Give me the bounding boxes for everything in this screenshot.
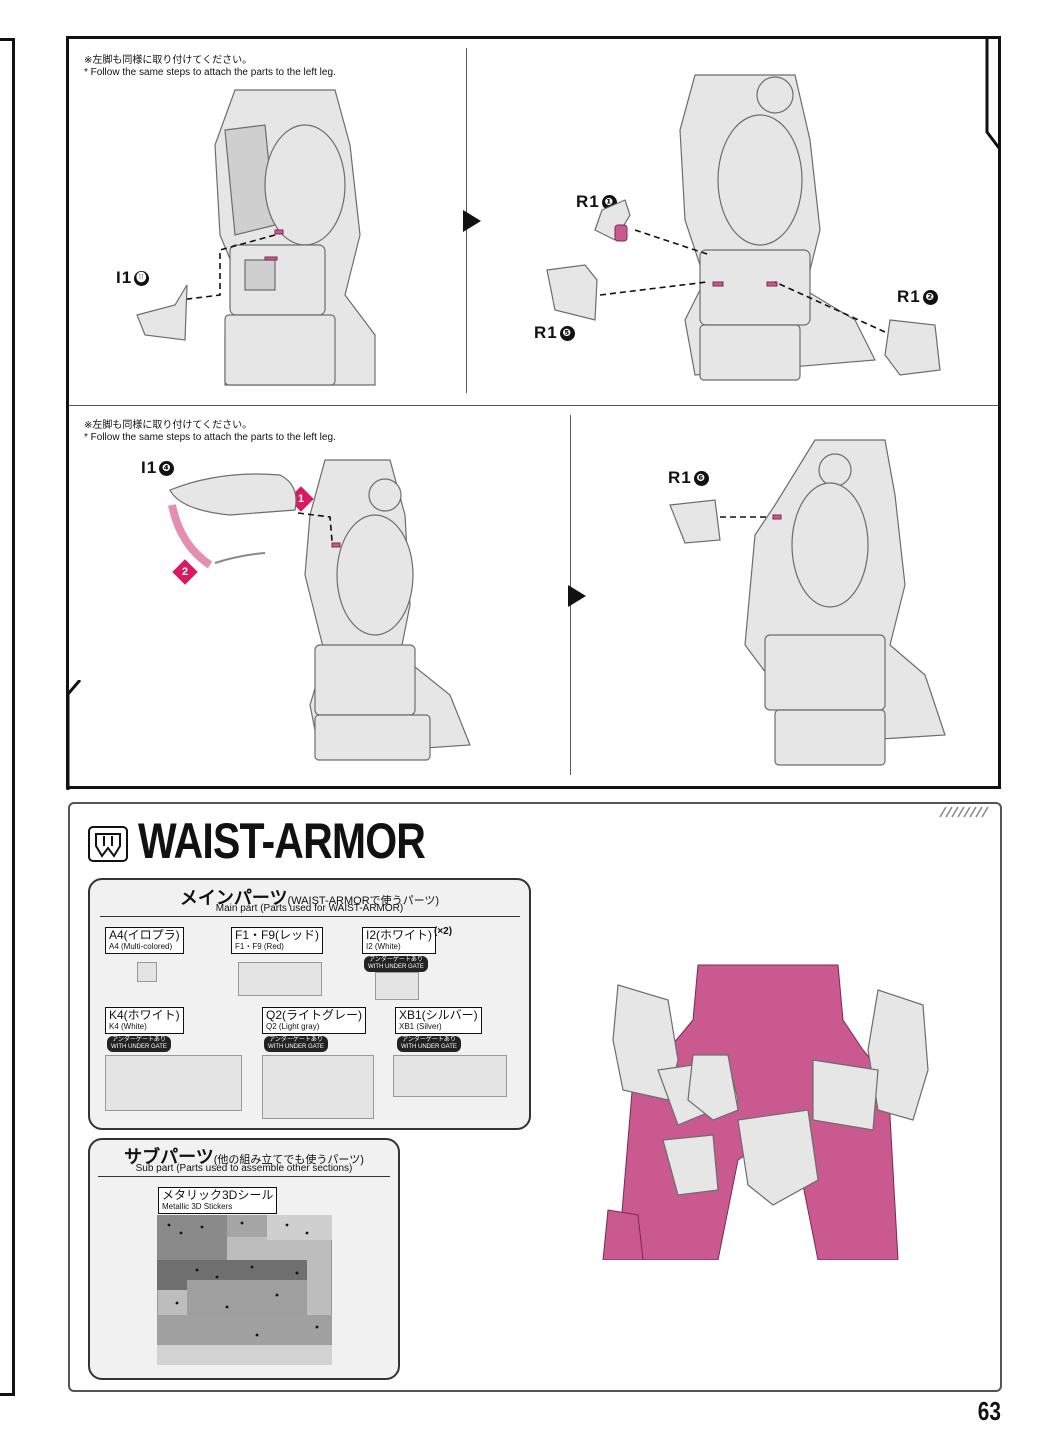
assembly-steps-frame xyxy=(66,36,1001,789)
runner-k4 xyxy=(105,1055,242,1111)
main-title-jp: メインパーツ xyxy=(179,888,288,908)
part-chip-xb1: XB1(シルバー)XB1 (Silver) xyxy=(395,1007,482,1034)
sub-title-paren: (他の組み立てでも使うパーツ) xyxy=(213,1154,364,1166)
sub-title-jp: サブパーツ xyxy=(124,1147,214,1167)
runner-q2 xyxy=(262,1055,374,1119)
note-jp: ※左脚も同様に取り付けてください。 xyxy=(84,420,253,431)
sub-panel-rule xyxy=(98,1176,390,1177)
divider-h xyxy=(69,405,998,406)
section-corner-hatch xyxy=(939,806,989,818)
part-chip-f1-f9: F1・F9(レッド)F1・F9 (Red) xyxy=(231,927,324,954)
runner-f1-f9 xyxy=(238,962,322,996)
part-code: R1 xyxy=(534,323,558,342)
part-code: R1 xyxy=(897,287,921,306)
page-number: 63 xyxy=(977,1396,1001,1426)
sub-parts-subtitle: Sub part (Parts used to assemble other s… xyxy=(135,1163,353,1174)
part-quantity: (×2) xyxy=(434,926,453,937)
part-code: I1 xyxy=(141,458,158,477)
leg-illustration-step1 xyxy=(136,89,376,386)
leg-illustration-step2 xyxy=(546,74,941,381)
leg-illustration-step3 xyxy=(168,459,471,761)
part-number-badge: ❻ xyxy=(693,471,709,486)
runner-i2 xyxy=(375,972,419,1000)
sub-parts-title: サブパーツ(他の組み立てでも使うパーツ) xyxy=(88,1143,400,1169)
runner-a4 xyxy=(137,962,157,982)
part-code: R1 xyxy=(576,192,600,211)
part-code: R1 xyxy=(668,468,692,487)
runner-xb1 xyxy=(393,1055,507,1097)
metallic-sticker-sheet xyxy=(157,1215,332,1365)
part-chip-q2: Q2(ライトグレー)Q2 (Light gray) xyxy=(262,1007,367,1034)
frame-notch-bottom-left xyxy=(66,680,82,790)
note-en: * Follow the same steps to attach the pa… xyxy=(84,67,336,78)
step3-note: ※左脚も同様に取り付けてください。 * Follow the same step… xyxy=(84,420,336,444)
main-panel-rule xyxy=(100,916,520,917)
waist-armor-render xyxy=(602,964,929,1260)
part-chip-a4: A4(イロプラ)A4 (Multi-colored) xyxy=(105,927,184,954)
main-parts-subtitle: Main part (Parts used for WAIST-ARMOR) xyxy=(215,903,404,914)
waist-armor-icon xyxy=(88,826,128,862)
part-number-badge: ❷ xyxy=(922,290,938,305)
part-chip-k4: K4(ホワイト)K4 (White) xyxy=(105,1007,184,1034)
note-jp: ※左脚も同様に取り付けてください。 xyxy=(84,55,253,66)
main-parts-title: メインパーツ(WAIST-ARMORで使うパーツ) xyxy=(88,884,531,910)
armor-icon xyxy=(95,833,121,858)
part-number-badge: ⓫ xyxy=(134,271,150,286)
part-number-badge: ❺ xyxy=(559,326,575,341)
part-number-badge: ❹ xyxy=(159,461,175,476)
frame-notch-top-right xyxy=(985,36,1001,149)
part-code: I1 xyxy=(116,268,133,287)
step1-note: ※左脚も同様に取り付けてください。 * Follow the same step… xyxy=(84,55,336,79)
waist-armor-section xyxy=(68,802,1002,1392)
next-step-arrow-2 xyxy=(568,585,586,607)
leg-illustration-step4 xyxy=(669,439,946,766)
part-chip-i2: I2(ホワイト)I2 (White) xyxy=(362,927,437,954)
main-title-paren: (WAIST-ARMORで使うパーツ) xyxy=(287,895,440,907)
note-en: * Follow the same steps to attach the pa… xyxy=(84,432,336,443)
section-title: WAIST-ARMOR xyxy=(138,813,426,869)
adjacent-page-edge xyxy=(0,38,15,1396)
next-step-arrow-1 xyxy=(463,210,481,232)
